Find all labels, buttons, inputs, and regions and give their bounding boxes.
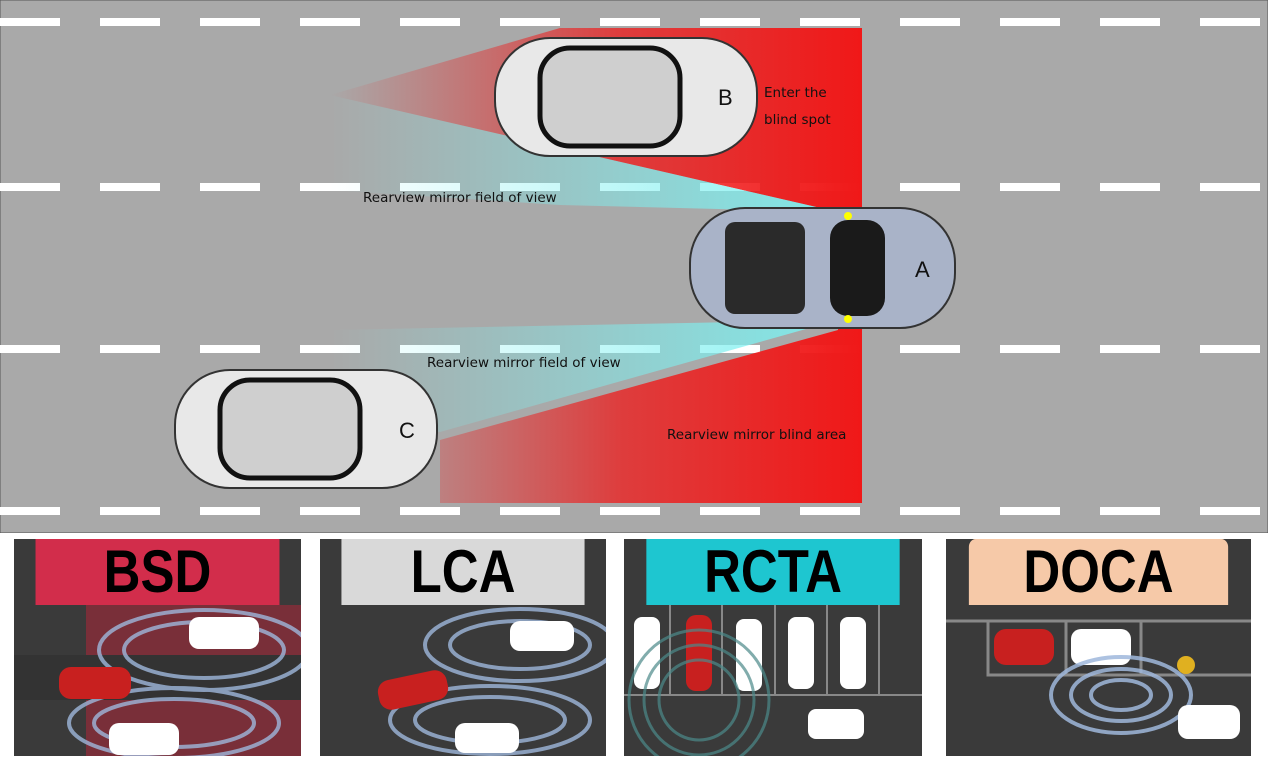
bsd-illustration (14, 605, 301, 756)
panel-title: LCA (341, 539, 585, 605)
panel-bsd: BSD (14, 539, 301, 756)
panel-title: DOCA (968, 539, 1229, 605)
car-a (689, 207, 956, 329)
car-b-label: B (718, 85, 733, 110)
panel-rcta: RCTA (624, 539, 922, 756)
enter-blind-spot-label: Enter the blind spot (764, 85, 831, 128)
mirror-fov-bottom (330, 320, 838, 432)
car-b (494, 37, 758, 157)
blind-area-label: Rearview mirror blind area (667, 427, 847, 443)
lca-illustration (377, 607, 606, 756)
car-c (174, 369, 438, 489)
mirror-fov-bottom-label: Rearview mirror field of view (427, 355, 621, 371)
panel-doca: DOCA (946, 539, 1251, 756)
panel-title: BSD (35, 539, 280, 605)
car-a-label: A (915, 257, 930, 282)
panel-lca: LCA (320, 539, 606, 756)
doca-illustration (946, 619, 1251, 739)
panel-title: RCTA (646, 539, 900, 605)
car-c-label: C (399, 418, 415, 443)
mirror-fov-top-label: Rearview mirror field of view (363, 190, 557, 206)
road-diagram (0, 0, 1268, 533)
rcta-illustration (624, 605, 922, 756)
